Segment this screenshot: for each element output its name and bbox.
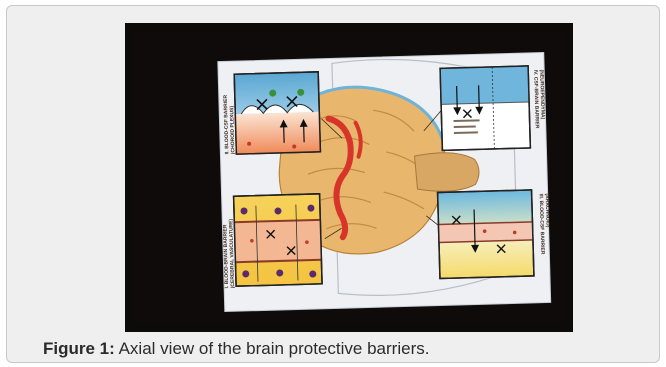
figure-caption: Figure 1: Axial view of the brain protec… — [43, 339, 429, 359]
panel-blood-brain-cerebral-vasculature — [234, 194, 322, 286]
figure-card: II. BLOOD-CSF BARRIER (CHOROID PLEXUS) I… — [6, 5, 660, 363]
panel-3-subtitle: (ARACHNOID) — [544, 193, 551, 227]
svg-text:I. BLOOD-BRAIN BARRIER: I. BLOOD-BRAIN BARRIER (CEREBRAL VASCULA… — [222, 218, 236, 288]
figure-photo: II. BLOOD-CSF BARRIER (CHOROID PLEXUS) I… — [125, 23, 573, 332]
figure-caption-text: Axial view of the brain protective barri… — [119, 339, 430, 358]
panel-blood-csf-arachnoid — [438, 190, 534, 279]
panel-csf-brain-neuroependyma — [440, 66, 530, 150]
figure-label: Figure 1: — [43, 339, 115, 358]
brain-barriers-poster-illustration: II. BLOOD-CSF BARRIER (CHOROID PLEXUS) I… — [125, 23, 573, 332]
panel-blood-csf-choroid-plexus — [234, 72, 320, 154]
